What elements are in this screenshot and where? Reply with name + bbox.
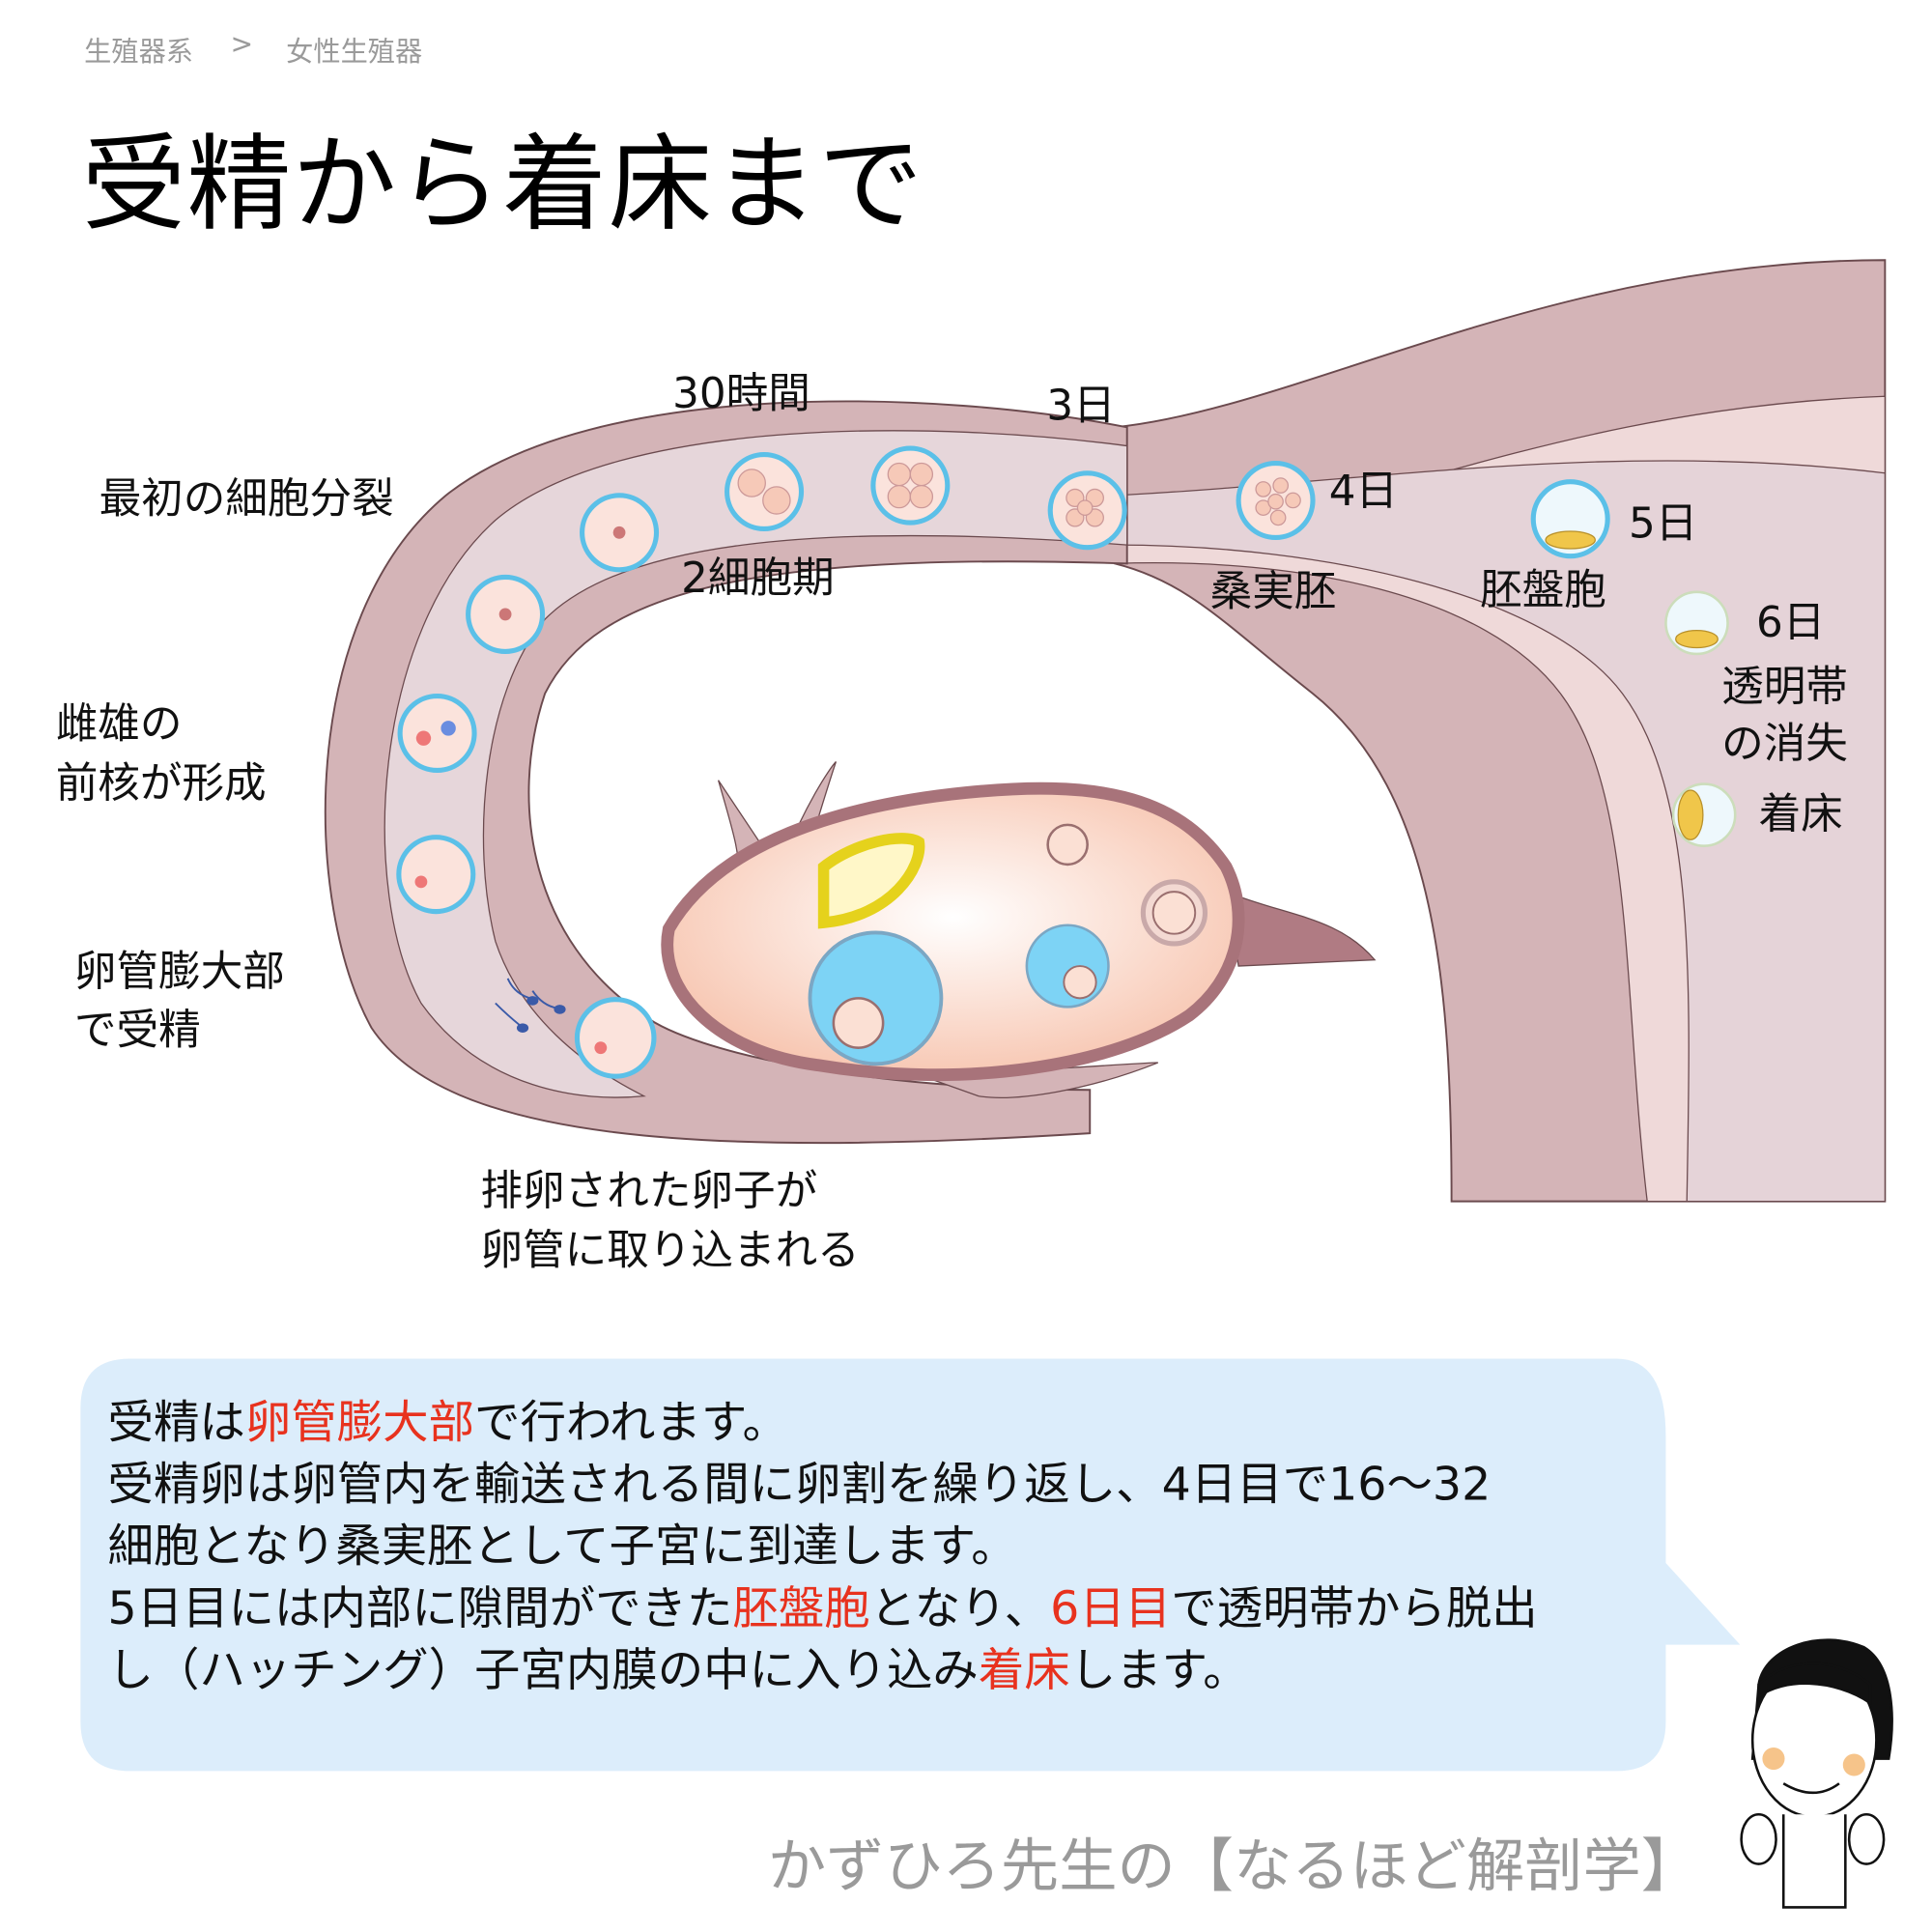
text: し（ハッチング）子宮内膜の中に入り込み (107, 1643, 979, 1697)
inner-cell-mass (1545, 530, 1719, 840)
oocyte (1063, 965, 1097, 1000)
label-ampulla-1: 卵管膨大部 (73, 947, 285, 998)
fallopian-tube-lumen (384, 430, 1128, 1098)
text: します。 (1069, 1643, 1249, 1697)
oocyte (1151, 891, 1197, 935)
breadcrumb-current[interactable]: 女性生殖器 (286, 37, 423, 69)
fertilization-egg (574, 997, 657, 1079)
explanation-line-1: 受精は卵管膨大部で行われます。 (108, 1392, 1538, 1454)
explanation-line-4: 5日目には内部に隙間ができた胚盤胞となり、6日目で透明帯から脱出 (108, 1577, 1538, 1639)
breadcrumb-parent[interactable]: 生殖器系 (84, 37, 194, 69)
explanation-line-3: 細胞となり桑実胚として子宮に到達します。 (107, 1520, 1017, 1574)
text: 5日目には内部に隙間ができた (107, 1581, 733, 1635)
text: 受精は (107, 1395, 245, 1450)
label-implantation: 着床 (1758, 789, 1843, 840)
text: で行われます。 (474, 1395, 788, 1450)
text: となり、 (869, 1581, 1051, 1635)
highlight-day6: 6日目 (1050, 1581, 1172, 1635)
breadcrumb-separator: > (230, 29, 254, 61)
highlight-ampulla: 卵管膨大部 (244, 1395, 475, 1450)
explanation-text: 受精は卵管膨大部で行われます。 受精卵は卵管内を輸送される間に卵割を繰り返し、4… (108, 1392, 1538, 1702)
label-day-6: 6日 (1756, 598, 1826, 648)
cell-contents (737, 462, 1301, 527)
follicle-large (808, 930, 944, 1066)
label-day-4: 4日 (1328, 467, 1399, 517)
oocyte (832, 997, 885, 1049)
pronuclei-egg (396, 835, 476, 915)
ovarian-ligament (1225, 891, 1377, 967)
label-ovulation-1: 排卵された卵子が (480, 1166, 818, 1217)
label-30-hours: 30時間 (672, 369, 810, 419)
label-day-3: 3日 (1046, 381, 1116, 432)
explanation-line-5: し（ハッチング）子宮内膜の中に入り込み着床します。 (108, 1640, 1538, 1702)
label-zona-loss-2: の消失 (1721, 719, 1848, 770)
highlight-implantation: 着床 (978, 1643, 1070, 1697)
label-first-division: 最初の細胞分裂 (99, 474, 394, 525)
label-pronuclei-2: 前核が形成 (55, 758, 267, 810)
pronuclei (414, 526, 626, 1055)
speech-bubble (80, 1358, 1741, 1772)
label-zona-loss-1: 透明帯 (1721, 662, 1848, 713)
two-cell-embryo (724, 451, 805, 532)
label-two-cell: 2細胞期 (681, 554, 835, 604)
explanation-line-2: 受精卵は卵管内を輸送される間に卵割を繰り返し、4日目で16〜32 (107, 1458, 1492, 1512)
doctor-mascot (1740, 1638, 1893, 1909)
label-day-5: 5日 (1628, 498, 1698, 549)
follicle-small (1046, 823, 1089, 867)
pronuclei-egg (397, 693, 477, 774)
follicle-medium (1025, 923, 1110, 1009)
label-blastocyst: 胚盤胞 (1480, 565, 1606, 616)
label-pronuclei-1: 雌雄の (55, 699, 183, 750)
page-title: 受精から着床まで (81, 124, 924, 245)
highlight-blastocyst: 胚盤胞 (732, 1581, 870, 1635)
footer-brand: かずひろ先生の【なるほど解剖学】 (767, 1833, 1700, 1902)
sperm-icon (495, 978, 566, 1033)
label-ampulla-2: で受精 (73, 1006, 201, 1056)
text: で透明帯から脱出 (1171, 1581, 1538, 1635)
corpus-luteum (817, 833, 925, 929)
four-cell-embryo (870, 445, 951, 526)
label-morula: 桑実胚 (1209, 567, 1337, 617)
label-ovulation-2: 卵管に取り込まれる (480, 1226, 860, 1276)
